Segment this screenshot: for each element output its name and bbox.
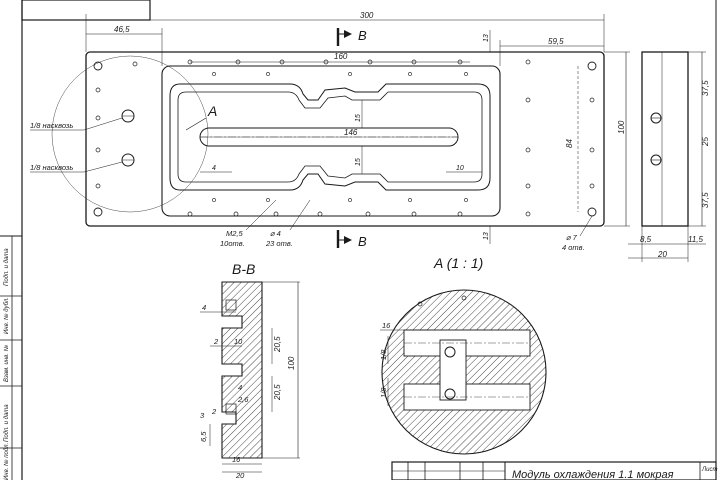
detail-letter-a: A: [207, 103, 217, 119]
drawing-title: Модуль охлаждения 1.1 мокрая: [512, 469, 674, 480]
dim-slot-edge-2: 15: [355, 158, 362, 166]
dim-bottom-margin: 13: [483, 232, 490, 240]
section-marker-bottom: B: [336, 230, 367, 249]
sec-dim-l: 16: [232, 455, 241, 464]
sec-dim-h: 2,6: [237, 395, 249, 404]
detail-dim-b: 1/8: [379, 349, 388, 360]
detail-dim-c: 1/8: [379, 387, 388, 398]
sec-dim-k: 6,5: [199, 431, 208, 442]
hole-dia-label: ⌀ 4: [270, 229, 281, 238]
side-stamp-field-5: Инв. № подл.: [3, 443, 10, 480]
side-stamp-field-1: Подп. и дата: [4, 248, 10, 286]
dim-slot-width-left: 4: [212, 165, 216, 172]
side-stamp-field-4: Подп. и дата: [4, 404, 10, 442]
sheet-label: Лист: [701, 467, 717, 473]
dim-overall-width: 300: [360, 11, 374, 20]
mounting-holes: [93, 59, 597, 217]
dim-overall-height: 100: [617, 120, 626, 134]
dim-slot-length: 146: [344, 128, 358, 137]
side-stamp-field-2: Инв. № дубл.: [3, 297, 10, 334]
sec-dim-m: 20: [235, 471, 245, 480]
side-view: 37,5 25 37,5 8,5 11,5 20: [628, 51, 710, 262]
section-title: B-B: [232, 261, 255, 277]
detail-title: A (1 : 1): [433, 255, 483, 271]
side-dim-1: 37,5: [701, 80, 710, 96]
channel-groove-inner: [177, 91, 483, 183]
side-stamp: Подп. и дата Инв. № дубл. Взам. инв. № П…: [3, 248, 10, 480]
dim-top-margin: 13: [483, 34, 490, 42]
port-label-1: 1/8 насквозь: [30, 121, 73, 130]
front-view: [51, 51, 605, 227]
dim-hole-spacing: 84: [565, 139, 574, 148]
dim-left-offset: 46,5: [114, 25, 130, 34]
detail-circle: [51, 55, 209, 213]
dim-slot-edge-1: 15: [355, 114, 362, 122]
side-dim-3: 37,5: [701, 192, 710, 208]
hole-count-label: 23 отв.: [265, 239, 293, 248]
section-marker-top: B: [336, 28, 367, 46]
sec-dim-e: 20,5: [273, 384, 282, 401]
section-view: B-B 100 20,5 20,5 4 2 10 4 2,6 3 2 6,5 1…: [199, 261, 300, 480]
sec-dim-b: 2: [213, 337, 219, 346]
sec-dim-a: 4: [202, 303, 206, 312]
port-label-2: 1/8 насквозь: [30, 163, 73, 172]
dim-right-offset: 59,5: [548, 37, 564, 46]
detail-dim-a: 16: [382, 321, 391, 330]
section-body: [221, 281, 263, 459]
sec-dim-d: 20,5: [273, 336, 282, 353]
title-block: Модуль охлаждения 1.1 мокрая Лист: [391, 461, 717, 481]
sec-dim-j: 2: [211, 407, 217, 416]
big-hole-count-label: 4 отв.: [562, 243, 585, 252]
thread-label: М2,5: [226, 229, 244, 238]
side-dim-width: 20: [657, 250, 667, 259]
side-dim-left: 8,5: [640, 235, 652, 244]
front-dimensions: 300 46,5 160 146 13 13 59,5 100 84 15 15…: [85, 11, 630, 244]
section-letter-top: B: [358, 28, 367, 43]
channel-groove-outer: [169, 83, 491, 191]
sec-dim-i: 3: [200, 411, 205, 420]
side-stamp-field-3: Взам. инв. №: [3, 344, 10, 382]
side-body: [641, 51, 689, 227]
big-hole-dia-label: ⌀ 7: [566, 233, 578, 242]
sec-dim-c: 10: [234, 337, 243, 346]
thread-count-label: 10отв.: [220, 239, 245, 248]
section-letter-bottom: B: [358, 234, 367, 249]
pocket-outline: [161, 65, 501, 217]
side-dim-2: 25: [701, 137, 710, 147]
front-callouts: A 1/8 насквозь 1/8 насквозь М2,5 10отв. …: [30, 103, 593, 252]
plate-outline: [85, 51, 605, 227]
dim-groove-length: 160: [334, 52, 348, 61]
threaded-holes: [212, 72, 468, 202]
side-dim-right: 11,5: [688, 235, 704, 244]
sec-dim-f: 100: [287, 356, 296, 370]
dim-slot-width-right: 10: [456, 165, 464, 172]
sec-dim-g: 4: [238, 383, 242, 392]
detail-view: A (1 : 1) 16 1/8 1/8: [379, 255, 547, 455]
